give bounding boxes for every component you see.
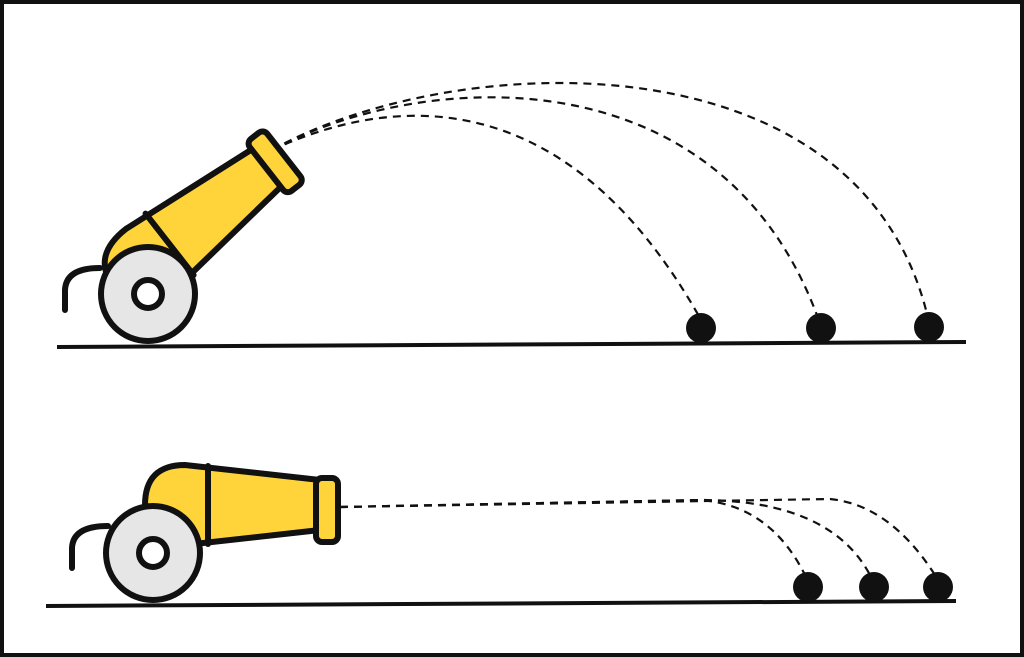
cannonball-long-top [914,312,944,342]
cannon-horizontal [69,462,341,603]
trajectory-long-bottom [339,497,936,576]
panel-horizontal-launch [45,462,957,608]
cannon-hub-top [131,277,165,311]
cannonball-medium-bottom [859,572,889,602]
cannonball-long-bottom [923,572,953,602]
cannon-muzzle-top [245,128,305,196]
cannon-tail-top [62,265,103,313]
trajectory-long-top [271,81,930,319]
cannonball-short-bottom [793,572,823,602]
trajectory-short-top [271,114,701,319]
panel-angled-launch [56,81,967,349]
ground-line-bottom [45,599,957,608]
cannon-hub-bottom [136,536,170,570]
cannon-tail-bottom [69,523,111,571]
ground-line-top [56,340,967,349]
trajectory-medium-top [271,96,820,319]
trajectory-medium-bottom [339,498,871,576]
cannon-muzzle-bottom [313,475,341,545]
cannonball-short-top [686,313,716,343]
cannonball-medium-top [806,313,836,343]
cannon-angled [62,128,305,344]
